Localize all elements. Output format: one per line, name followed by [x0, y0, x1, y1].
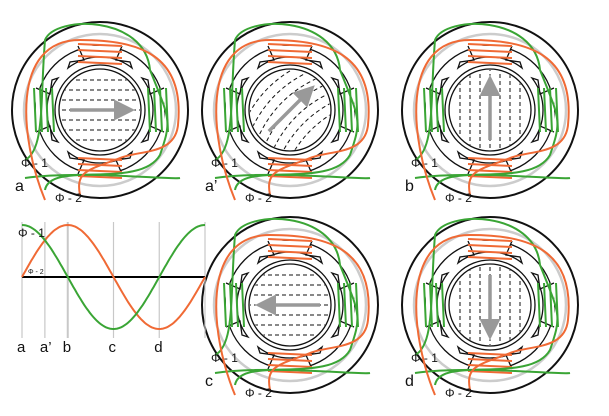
- stator-pole: [330, 76, 355, 144]
- phase2-wire: [415, 38, 570, 201]
- time-marker-label: a’: [40, 339, 52, 356]
- stator-ring: [212, 227, 368, 383]
- phase2-wire: [215, 38, 370, 201]
- field-direction-arrow: [267, 85, 315, 133]
- time-marker-label: c: [109, 339, 117, 356]
- phase2-label: Φ - 2: [445, 191, 472, 205]
- phase2-label: Φ - 2: [245, 386, 272, 400]
- pole-shoe: [66, 150, 134, 175]
- phase2-wire: [25, 38, 180, 201]
- phase2-coil-top: [267, 43, 313, 65]
- phase1-coil-right: [337, 87, 359, 133]
- pole-shoe: [530, 271, 555, 339]
- phase1-wire: [414, 22, 571, 191]
- field-line: [263, 83, 328, 148]
- phase-waveform-plot: a a’ b c d Φ - 1 Φ - 2: [17, 222, 206, 356]
- motor-state-label: a: [15, 178, 24, 195]
- phase1-coil-right: [337, 282, 359, 328]
- phase1-coil-right: [147, 87, 169, 133]
- motor-d: [401, 216, 579, 396]
- phase1-label: Φ - 1: [211, 351, 238, 365]
- magnetic-field-lines: [459, 70, 521, 150]
- stator-pole: [456, 150, 524, 175]
- pole-shoe: [256, 150, 324, 175]
- phase2-label: Φ - 2: [245, 191, 272, 205]
- phase1-curve-label: Φ - 1: [18, 226, 45, 240]
- phase1-coil-right: [537, 87, 559, 133]
- motor-b: [401, 21, 579, 201]
- field-line: [249, 69, 314, 134]
- stator-pole: [530, 76, 555, 144]
- pole-shoe: [456, 345, 524, 370]
- phase2-curve-label: Φ - 2: [28, 269, 44, 276]
- stator-ring: [22, 32, 178, 188]
- motor-state-label: a’: [205, 178, 217, 195]
- motor-c: [201, 216, 379, 396]
- magnetic-field-lines: [60, 79, 140, 141]
- field-line: [270, 90, 335, 155]
- motor-state-label: d: [405, 373, 414, 390]
- stator-ring: [212, 32, 368, 188]
- time-marker-label: a: [17, 339, 26, 356]
- stator-ring: [412, 32, 568, 188]
- phase2-coil-top: [267, 238, 313, 260]
- pole-shoe: [456, 150, 524, 175]
- phase2-label: Φ - 2: [55, 191, 82, 205]
- pole-shoe: [530, 76, 555, 144]
- stator-pole: [456, 345, 524, 370]
- phase2-curve: [21, 223, 206, 331]
- phase1-wire: [214, 22, 371, 191]
- pole-shoe: [140, 76, 165, 144]
- stator-pole: [330, 271, 355, 339]
- field-line: [256, 76, 321, 141]
- phase1-label: Φ - 1: [21, 156, 48, 170]
- pole-shoe: [256, 345, 324, 370]
- phase2-coil-top: [467, 43, 513, 65]
- stator-ring: [412, 227, 568, 383]
- phase1-curve: [21, 224, 206, 331]
- phase2-wire: [415, 233, 570, 396]
- motor-state-label: c: [205, 373, 213, 390]
- stator-pole: [256, 345, 324, 370]
- phase2-label: Φ - 2: [445, 386, 472, 400]
- phase2-coil-top: [77, 43, 123, 65]
- pole-shoe: [330, 76, 355, 144]
- motor-state-label: b: [405, 178, 414, 195]
- phase1-label: Φ - 1: [211, 156, 238, 170]
- phase1-label: Φ - 1: [411, 156, 438, 170]
- phase2-coil-top: [467, 238, 513, 260]
- phase1-label: Φ - 1: [411, 351, 438, 365]
- phase1-wire: [414, 217, 571, 386]
- time-marker-label: b: [63, 339, 71, 356]
- phase1-coil-right: [537, 282, 559, 328]
- stator-pole: [66, 150, 134, 175]
- phase1-wire: [214, 217, 371, 386]
- motor-a: [11, 21, 189, 201]
- stator-pole: [530, 271, 555, 339]
- pole-shoe: [330, 271, 355, 339]
- time-marker-label: d: [154, 339, 162, 356]
- phase1-wire: [24, 22, 181, 191]
- motor-a-prime: [201, 21, 379, 201]
- stator-pole: [256, 150, 324, 175]
- stator-pole: [140, 76, 165, 144]
- phase2-wire: [215, 233, 370, 396]
